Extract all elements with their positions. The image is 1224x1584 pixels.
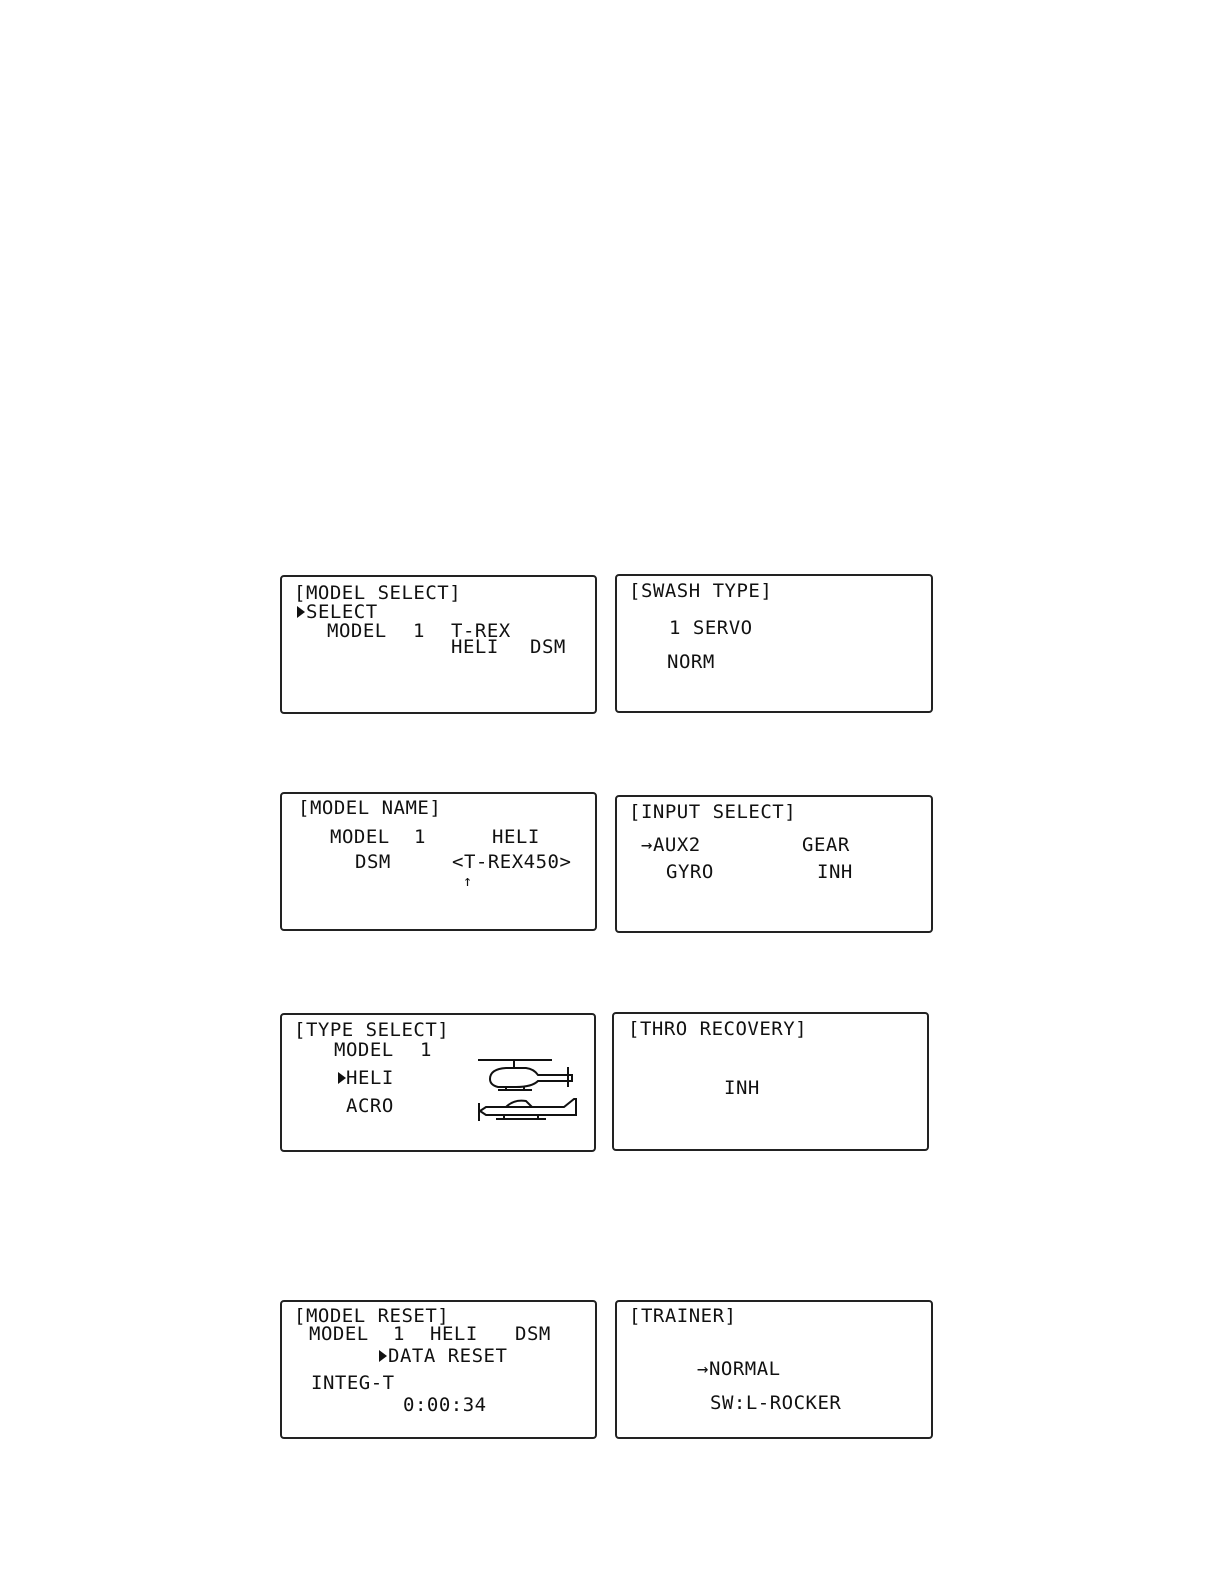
select-option[interactable]: SELECT — [306, 602, 378, 622]
trainer-screen: [TRAINER] →NORMAL SW:L-ROCKER — [615, 1300, 933, 1439]
trainer-mode[interactable]: →NORMAL — [697, 1359, 781, 1379]
input-select-screen: [INPUT SELECT] →AUX2 GEAR GYRO INH — [615, 795, 933, 933]
screen-title: [MODEL SELECT] — [294, 583, 461, 603]
channel-gyro[interactable]: GYRO — [666, 862, 714, 882]
modulation: DSM — [355, 852, 391, 872]
model-type: HELI — [451, 637, 499, 657]
model-name-screen: [MODEL NAME] MODEL 1 HELI DSM <T-REX450>… — [280, 792, 597, 931]
model-label: MODEL — [327, 621, 387, 641]
type-select-screen: [TYPE SELECT] MODEL 1 HELI ACRO — [280, 1013, 596, 1152]
model-reset-screen: [MODEL RESET] MODEL 1 HELI DSM DATA RESE… — [280, 1300, 597, 1439]
helicopter-icon — [476, 1057, 582, 1093]
model-label: MODEL — [334, 1040, 394, 1060]
model-number: 1 — [413, 621, 425, 641]
model-number: 1 — [393, 1324, 405, 1344]
up-arrow-icon: ↑ — [463, 871, 472, 891]
screen-title: [SWASH TYPE] — [629, 581, 772, 601]
modulation: DSM — [530, 637, 566, 657]
model-number: 1 — [420, 1040, 432, 1060]
screen-title: [INPUT SELECT] — [629, 802, 796, 822]
channel-gyro-value[interactable]: INH — [817, 862, 853, 882]
swash-type-value[interactable]: 1 SERVO — [669, 618, 753, 638]
model-type: HELI — [492, 827, 540, 847]
airplane-icon — [476, 1095, 582, 1125]
channel-aux2[interactable]: →AUX2 — [641, 835, 701, 855]
name-field[interactable]: <T-REX450> — [452, 852, 571, 872]
option-heli[interactable]: HELI — [346, 1068, 394, 1088]
triangle-right-icon — [297, 606, 305, 618]
thro-recovery-value[interactable]: INH — [724, 1078, 760, 1098]
swash-mode[interactable]: NORM — [667, 652, 715, 672]
thro-recovery-screen: [THRO RECOVERY] INH — [612, 1012, 929, 1151]
channel-aux2-value[interactable]: GEAR — [802, 835, 850, 855]
triangle-right-icon — [338, 1072, 346, 1084]
modulation: DSM — [515, 1324, 551, 1344]
screen-title: [TRAINER] — [629, 1306, 736, 1326]
model-number: 1 — [414, 827, 426, 847]
swash-type-screen: [SWASH TYPE] 1 SERVO NORM — [615, 574, 933, 713]
model-select-screen: [MODEL SELECT] SELECT MODEL 1 T-REX HELI… — [280, 575, 597, 714]
timer-value: 0:00:34 — [403, 1395, 487, 1415]
timer-label: INTEG-T — [311, 1373, 395, 1393]
model-label: MODEL — [330, 827, 390, 847]
option-acro[interactable]: ACRO — [346, 1096, 394, 1116]
model-type: HELI — [430, 1324, 478, 1344]
triangle-right-icon — [379, 1350, 387, 1362]
screen-title: [THRO RECOVERY] — [628, 1019, 807, 1039]
screen-title: [TYPE SELECT] — [294, 1020, 449, 1040]
data-reset-option[interactable]: DATA RESET — [388, 1346, 507, 1366]
model-label: MODEL — [309, 1324, 369, 1344]
screen-title: [MODEL NAME] — [298, 798, 441, 818]
trainer-switch[interactable]: SW:L-ROCKER — [710, 1393, 841, 1413]
